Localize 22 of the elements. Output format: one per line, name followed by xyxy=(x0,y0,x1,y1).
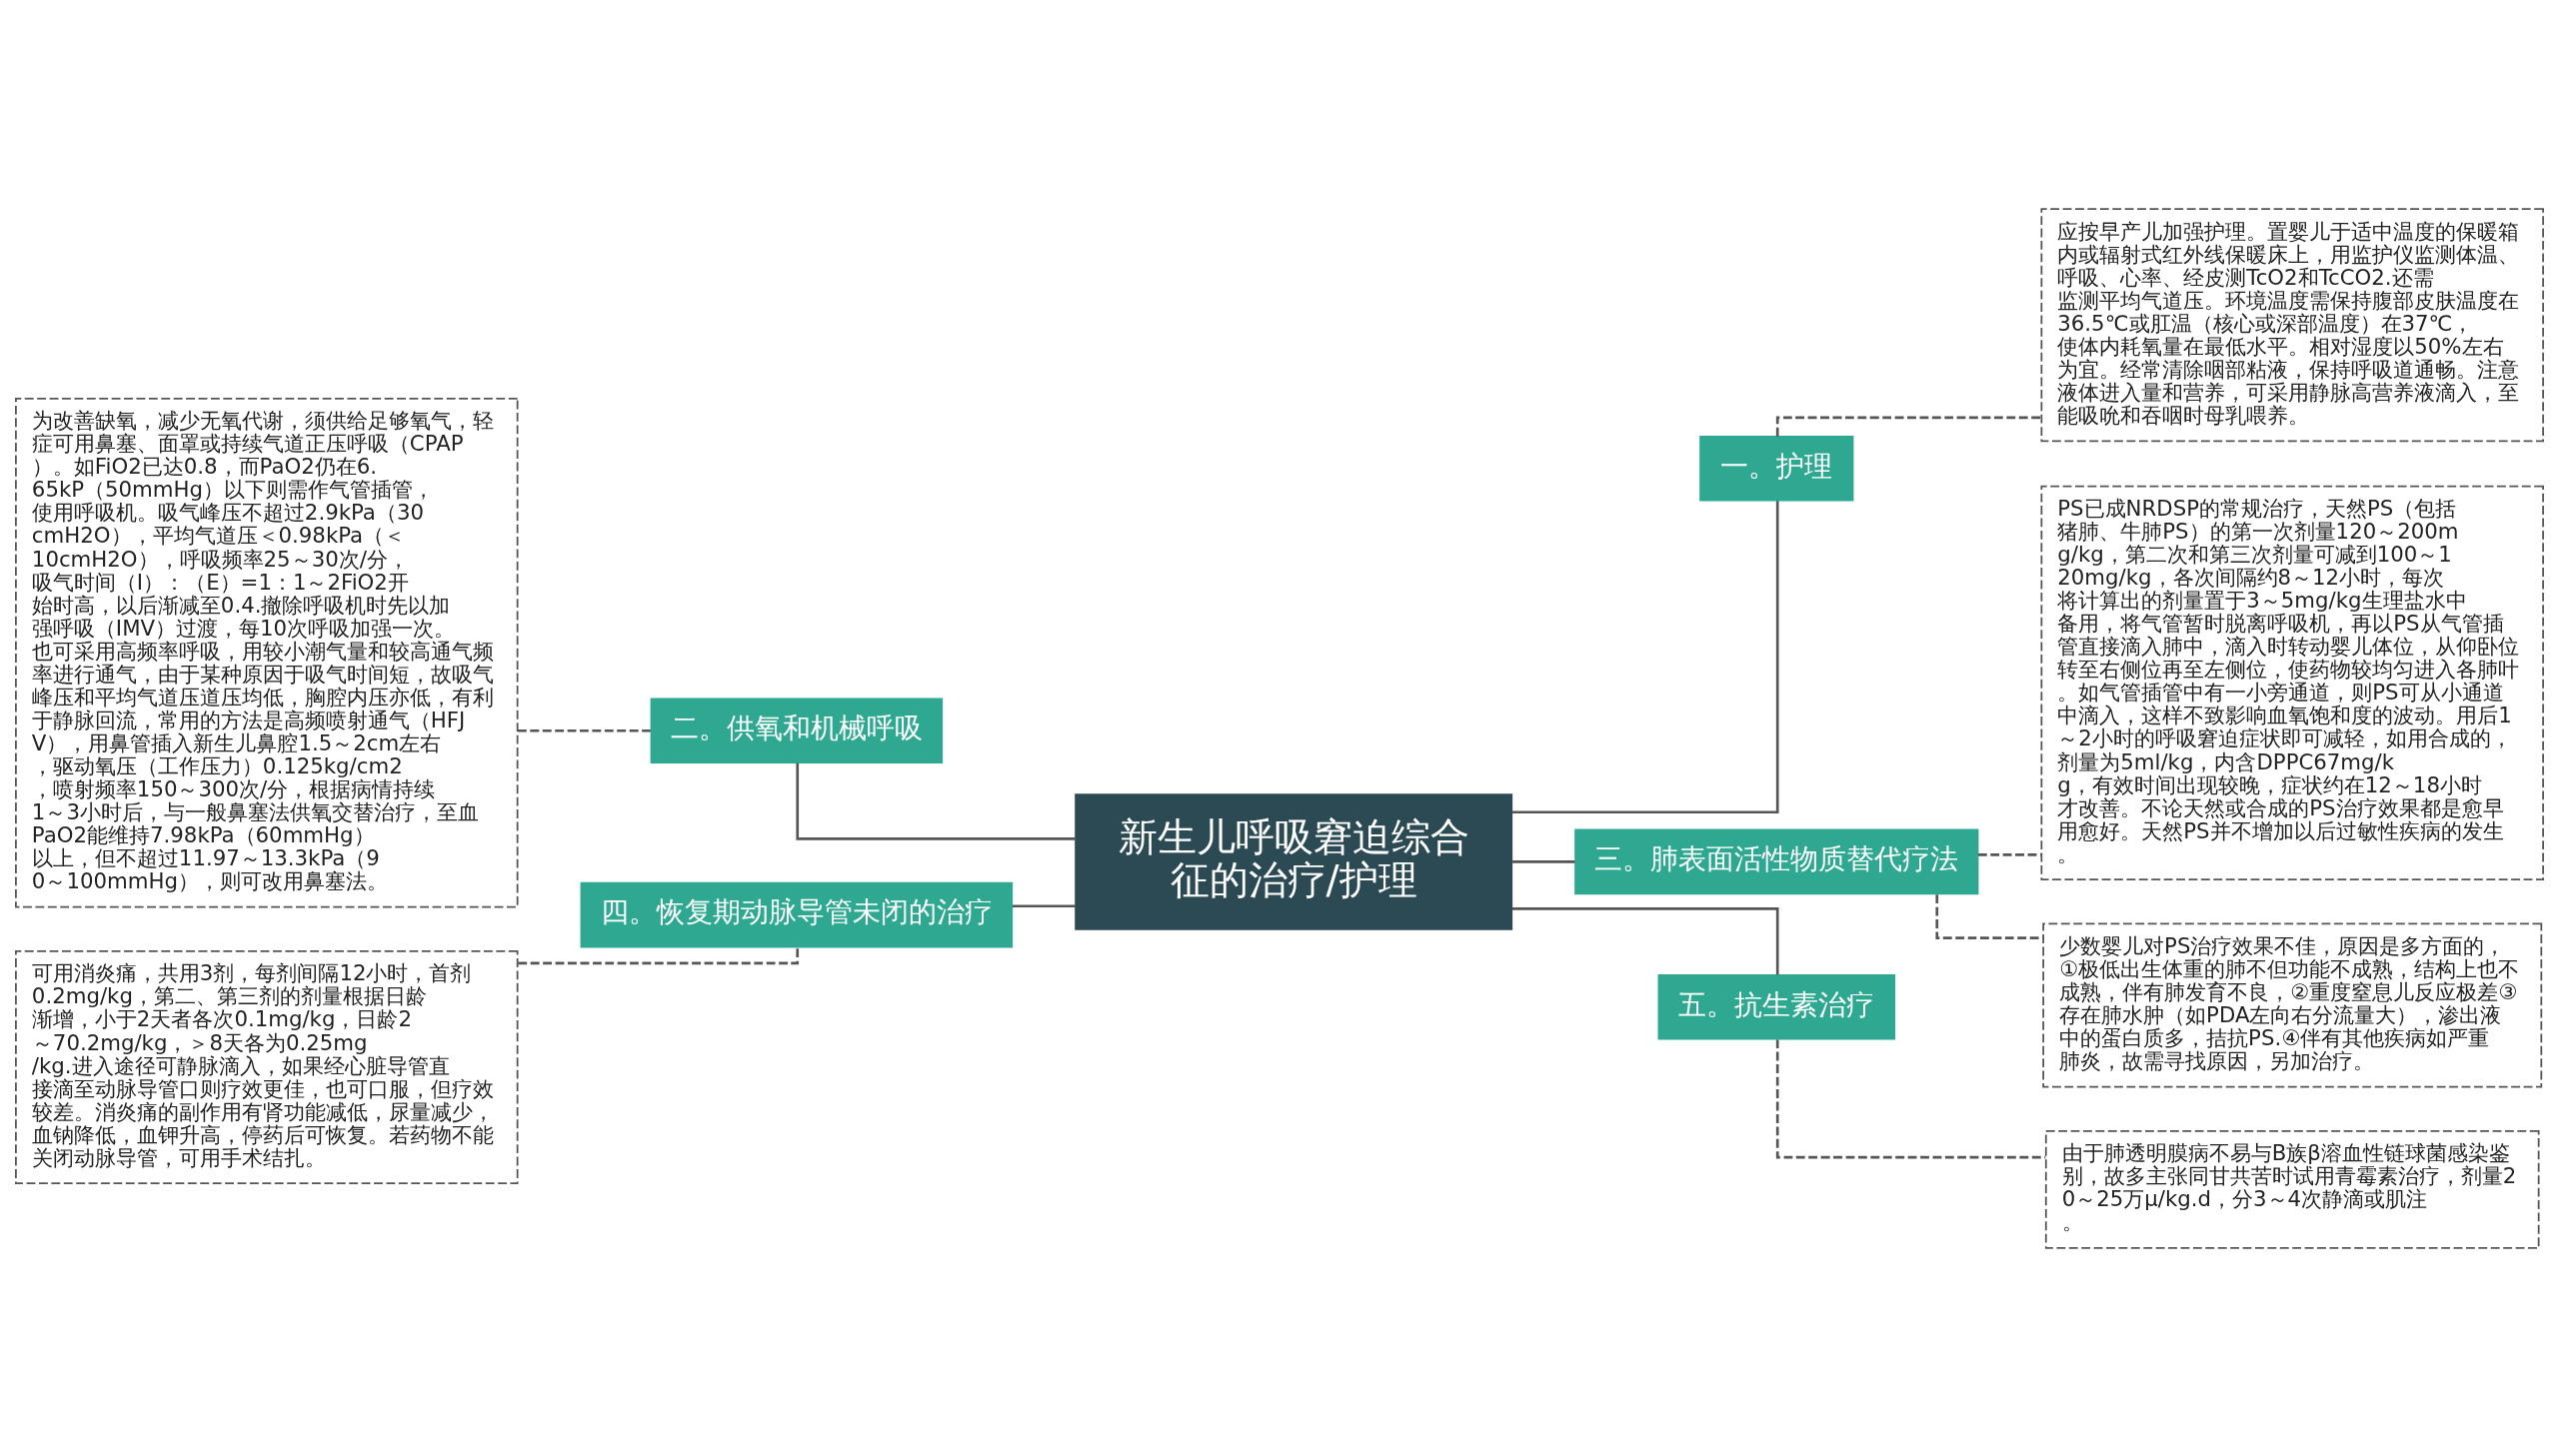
node-box: 四。恢复期动脉导管未闭的治疗 xyxy=(580,881,1014,947)
node-box: 由于肺透明膜病不易与B族β溶血性链球菌感染鉴别，故多主张同甘共苦时试用青霉素治疗，剂量20～25万μ/kg.d，分3～4次静滴或肌注。 xyxy=(2044,1129,2540,1249)
connector xyxy=(1935,893,2043,939)
node-box: 三。肺表面活性物质替代疗法 xyxy=(1574,828,1979,894)
connector xyxy=(1012,903,1077,907)
node-box: 少数婴儿对PS治疗效果不佳，原因是多方面的，①极低出生体重的肺不但功能不成熟，结构上也不成熟，伴有肺发育不良，②重度窒息儿反应极差③存在肺水肿（如PDA左向右分流量大），渗出液中的蛋白质多，拮抗PS.④伴有其他疾病如严重肺炎，故需寻找原因，另加治疗。 xyxy=(2042,922,2543,1087)
node-box: 为改善缺氧，减少无氧代谢，须供给足够氧气，轻症可用鼻塞、面罩或持续气道正压呼吸（CPAP）。如FiO2已达0.8，而PaO2仍在6.65kP（50mmHg）以下则需作气管插管，使用呼吸机。吸气峰压不超过2.9kPa（30cmH2O），平均气道压＜0.98kPa（＜10cmH2O），呼吸频率25～30次/分，吸气时间（I）：（E）=1：1～2FiO2开始时高，以后渐减至0.4.撤除呼吸机时先以加强呼吸（IMV）过渡，每10次呼吸加强一次。也可采用高频率呼吸，用较小潮气量和较高通气频率进行通气，由于某种原因于吸气时间短，故吸气峰压和平均气道压道压均低，胸腔内压亦低，有利于静脉回流，常用的方法是高频喷射通气（HFJV），用鼻管插入新生儿鼻腔1.5～2cm左右，驱动氧压（工作压力）0.125kg/cm2，喷射频率150～300次/分，根据病情持续1～3小时后，与一般鼻塞法供氧交替治疗，至血PaO2能维持7.98kPa（60mmHg）以上，但不超过11.97～13.3kPa（90～100mmHg），则可改用鼻塞法。 xyxy=(15,397,519,907)
node-box: PS已成NRDSP的常规治疗，天然PS（包括猪肺、牛肺PS）的第一次剂量120～200mg/kg，第二次和第三次剂量可减到100～120mg/kg，各次间隔约8～12小时，每次将计算出的剂量置于3～5mg/kg生理盐水中备用，将气管暂时脱离呼吸机，再以PS从气管插管直接滴入肺中，滴入时转动婴儿体位，从仰卧位转至右侧位再至左侧位，使药物较均匀进入各肺叶。如气管插管中有一小旁通道，则PS可从小通道中滴入，这样不致影响血氧饱和度的波动。用后1～2小时的呼吸窘迫症状即可减轻，如用合成的，剂量为5ml/kg，内含DPPC67mg/kg，有效时间出现较晚，症状约在12～18小时才改善。不论天然或合成的PS治疗效果都是愈早用愈好。天然PS并不增加以后过敏性疾病的发生。 xyxy=(2040,485,2544,880)
connector xyxy=(1978,852,2041,856)
node-box: 五。抗生素治疗 xyxy=(1657,973,1896,1040)
node-box: 应按早产儿加强护理。置婴儿于适中温度的保暖箱内或辐射式红外线保暖床上，用监护仪监测体温、呼吸、心率、经皮测TcO2和TcCO2.还需监测平均气道压。环境温度需保持腹部皮肤温度在36.5℃或肛温（核心或深部温度）在37℃，使体内耗氧量在最低水平。相对湿度以50%左右为宜。经常清除咽部粘液，保持呼吸道通畅。注意液体进入量和营养，可采用静脉高营养液滴入，至能吸吮和吞咽时母乳喂养。 xyxy=(2040,207,2544,442)
connector xyxy=(517,728,652,732)
node-box: 二。供氧和机械呼吸 xyxy=(650,697,944,763)
connector xyxy=(1511,500,1779,813)
connector xyxy=(518,946,800,964)
node-box: 新生儿呼吸窘迫综合征的治疗/护理 xyxy=(1075,792,1513,930)
connector xyxy=(1775,1038,2046,1158)
connector xyxy=(1511,906,1779,975)
connector xyxy=(1511,859,1575,863)
node-box: 可用消炎痛，共用3剂，每剂间隔12小时，首剂0.2mg/kg，第二、第三剂的剂量根据日龄渐增，小于2天者各次0.1mg/kg，日龄2～70.2mg/kg，＞8天各为0.25mg/kg.进入途径可静脉滴入，如果经心脏导管直接滴至动脉导管口则疗效更佳，也可口服，但疗效较差。消炎痛的副作用有肾功能减低，尿量减少，血钠降低，血钾升高，停药后可恢复。若药物不能关闭动脉导管，可用手术结扎。 xyxy=(15,949,519,1184)
connector xyxy=(796,762,1076,840)
node-box: 一。护理 xyxy=(1699,435,1854,502)
